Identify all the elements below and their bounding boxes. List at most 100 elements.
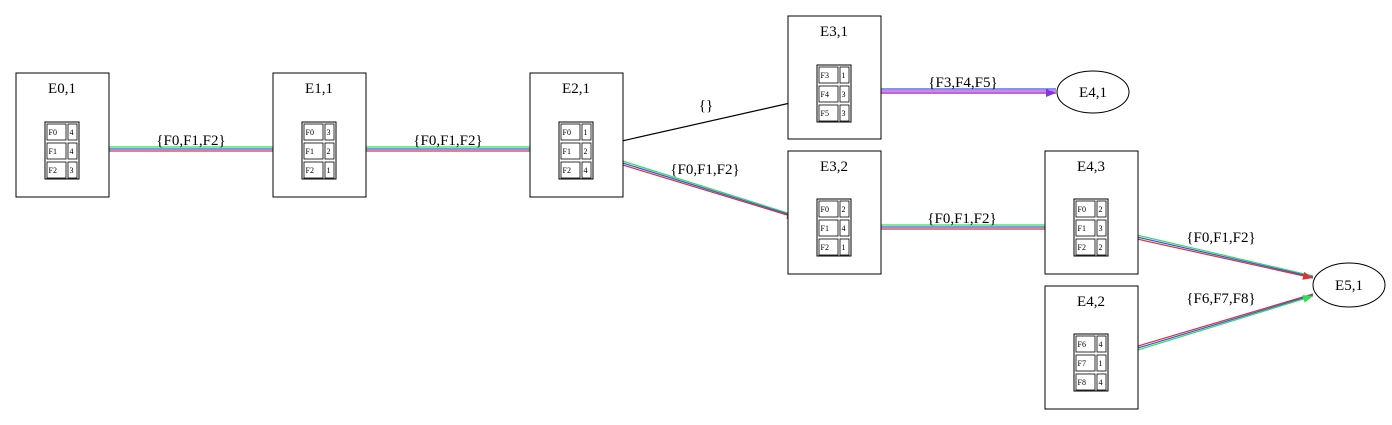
node-title-e11: E1,1 [305, 81, 333, 97]
table-cell-value [324, 123, 335, 141]
table-key-text: F2 [1078, 243, 1086, 252]
node-e32: E3,2 F0 2F1 4F2 1 [787, 150, 882, 275]
edge-e43-e51: {F0,F1,F2} [1127, 230, 1314, 280]
table-cell-key [818, 219, 839, 237]
node-title-e43: E4,3 [1077, 159, 1105, 175]
table-cell-key [46, 161, 67, 179]
table-key-text: F2 [306, 166, 314, 175]
table-cell-value [1096, 373, 1107, 391]
table-cell-key [560, 161, 581, 179]
table-value-text: 2 [842, 205, 846, 214]
table-value-text: 3 [842, 109, 846, 118]
table-frame [816, 198, 852, 257]
edge-label-e43-e51: {F0,F1,F2} [1186, 230, 1255, 246]
table-frame [816, 64, 852, 123]
table-value-text: 3 [327, 128, 331, 137]
table-value-text: 4 [70, 128, 74, 137]
table-value-text: 1 [584, 128, 588, 137]
table-key-text: F0 [563, 128, 571, 137]
table-key-text: F3 [821, 71, 829, 80]
table-cell-key [1075, 335, 1096, 353]
table-cell-key [303, 123, 324, 141]
table-cell-key [818, 104, 839, 122]
table-cell-value [581, 142, 592, 160]
node-e41: E4,1 [1056, 70, 1130, 114]
table-key-text: F0 [821, 205, 829, 214]
edge-e21-e32: {F0,F1,F2} [612, 157, 798, 219]
table-cell-value [839, 219, 850, 237]
table-cell-key [1075, 219, 1096, 237]
table-frame [1073, 333, 1109, 392]
table-cell-value [839, 200, 850, 218]
table-value-text: 4 [842, 224, 846, 233]
table-key-text: F1 [1078, 224, 1086, 233]
table-value-text: 2 [584, 147, 588, 156]
node-table-e11: F0 3F1 2F2 1 [301, 121, 337, 180]
edge-e42-e51: {F6,F7,F8} [1127, 291, 1314, 354]
table-cell-key [1075, 238, 1096, 256]
table-value-text: 1 [1099, 359, 1103, 368]
table-frame [558, 121, 594, 180]
table-cell-value [839, 85, 850, 103]
table-key-text: F0 [306, 128, 314, 137]
table-cell-key [560, 123, 581, 141]
table-frame [1073, 198, 1109, 257]
table-value-text: 1 [842, 71, 846, 80]
edge-label-e01-e11: {F0,F1,F2} [156, 133, 225, 149]
table-key-text: F6 [1078, 340, 1086, 349]
table-value-text: 3 [1099, 224, 1103, 233]
table-cell-value [581, 161, 592, 179]
edge-label-e31-e41: {F3,F4,F5} [928, 75, 997, 91]
table-key-text: F8 [1078, 378, 1086, 387]
table-cell-key [1075, 373, 1096, 391]
table-cell-key [303, 142, 324, 160]
table-frame [44, 121, 80, 180]
node-title-e32: E3,2 [820, 159, 848, 175]
table-value-text: 4 [70, 147, 74, 156]
table-key-text: F1 [821, 224, 829, 233]
edge-label-e42-e51: {F6,F7,F8} [1186, 291, 1255, 307]
edge-label-e11-e21: {F0,F1,F2} [413, 133, 482, 149]
table-cell-value [839, 238, 850, 256]
edge-label-e21-e32: {F0,F1,F2} [670, 162, 739, 178]
table-value-text: 4 [584, 166, 588, 175]
table-key-text: F0 [49, 128, 57, 137]
edge-e21-e31: {} [612, 98, 800, 144]
table-key-text: F0 [1078, 205, 1086, 214]
table-frame [301, 121, 337, 180]
table-key-text: F2 [49, 166, 57, 175]
table-cell-value [1096, 335, 1107, 353]
table-key-text: F2 [821, 243, 829, 252]
edge-e32-e43: {F0,F1,F2} [870, 211, 1056, 233]
table-value-text: 3 [842, 90, 846, 99]
table-key-text: F5 [821, 109, 829, 118]
table-cell-key [1075, 354, 1096, 372]
table-key-text: F4 [821, 90, 829, 99]
table-cell-key [818, 85, 839, 103]
node-title-e01: E0,1 [48, 81, 76, 97]
table-cell-key [818, 200, 839, 218]
table-key-text: F1 [306, 147, 314, 156]
table-cell-key [303, 161, 324, 179]
table-cell-key [46, 123, 67, 141]
table-value-text: 1 [327, 166, 331, 175]
table-cell-value [581, 123, 592, 141]
table-cell-value [324, 161, 335, 179]
table-value-text: 2 [327, 147, 331, 156]
table-value-text: 2 [1099, 243, 1103, 252]
table-value-text: 4 [1099, 340, 1103, 349]
table-cell-key [818, 238, 839, 256]
edge-e31-e41: {F3,F4,F5} [870, 75, 1056, 97]
edge-label-e32-e43: {F0,F1,F2} [927, 211, 996, 227]
table-cell-key [1075, 200, 1096, 218]
table-value-text: 1 [842, 243, 846, 252]
node-title-e51: E5,1 [1335, 278, 1363, 294]
